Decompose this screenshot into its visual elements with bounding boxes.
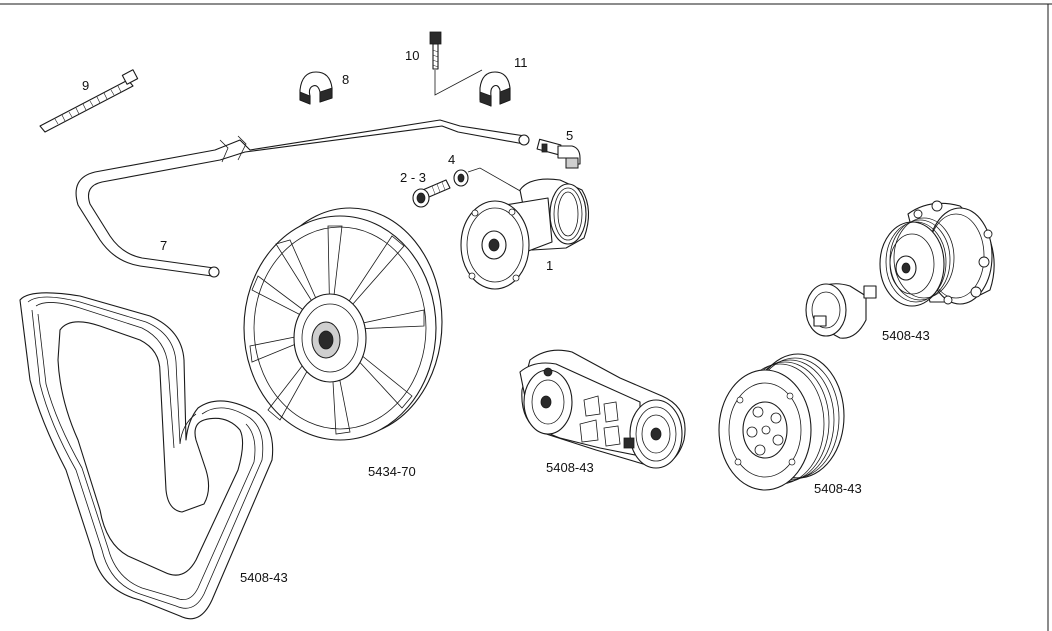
leader-10-11 [434, 69, 483, 96]
label-item-8: 8 [342, 72, 349, 87]
label-item-10: 10 [405, 48, 419, 63]
label-item-2-3: 2 - 3 [400, 170, 426, 185]
idler-pulley-part [718, 353, 845, 491]
pipe-clamp-part-2 [479, 71, 511, 107]
label-item-5: 5 [566, 128, 573, 143]
drive-belt-part [19, 292, 274, 620]
label-item-7: 7 [160, 238, 167, 253]
label-fan-ref: 5434-70 [368, 464, 416, 479]
cooling-fan-part [243, 207, 443, 441]
belt-tensioner-part [519, 349, 686, 469]
cable-tie-part [39, 69, 139, 133]
label-item-4: 4 [448, 152, 455, 167]
elbow-fitting-part [536, 138, 581, 169]
pipe-clamp-part [299, 71, 333, 105]
label-belt-ref: 5408-43 [240, 570, 288, 585]
bolt-part [429, 31, 442, 70]
leader-4 [467, 167, 523, 193]
screw-part [412, 179, 451, 208]
pipe-part [75, 119, 530, 278]
fan-hub-part [460, 178, 590, 290]
water-pump-part [805, 200, 995, 339]
label-item-1: 1 [546, 258, 553, 273]
label-item-9: 9 [82, 78, 89, 93]
washer-part [453, 169, 469, 187]
label-pump-ref: 5408-43 [882, 328, 930, 343]
label-idler-ref: 5408-43 [814, 481, 862, 496]
label-tensioner-ref: 5408-43 [546, 460, 594, 475]
label-item-11: 11 [514, 55, 528, 70]
